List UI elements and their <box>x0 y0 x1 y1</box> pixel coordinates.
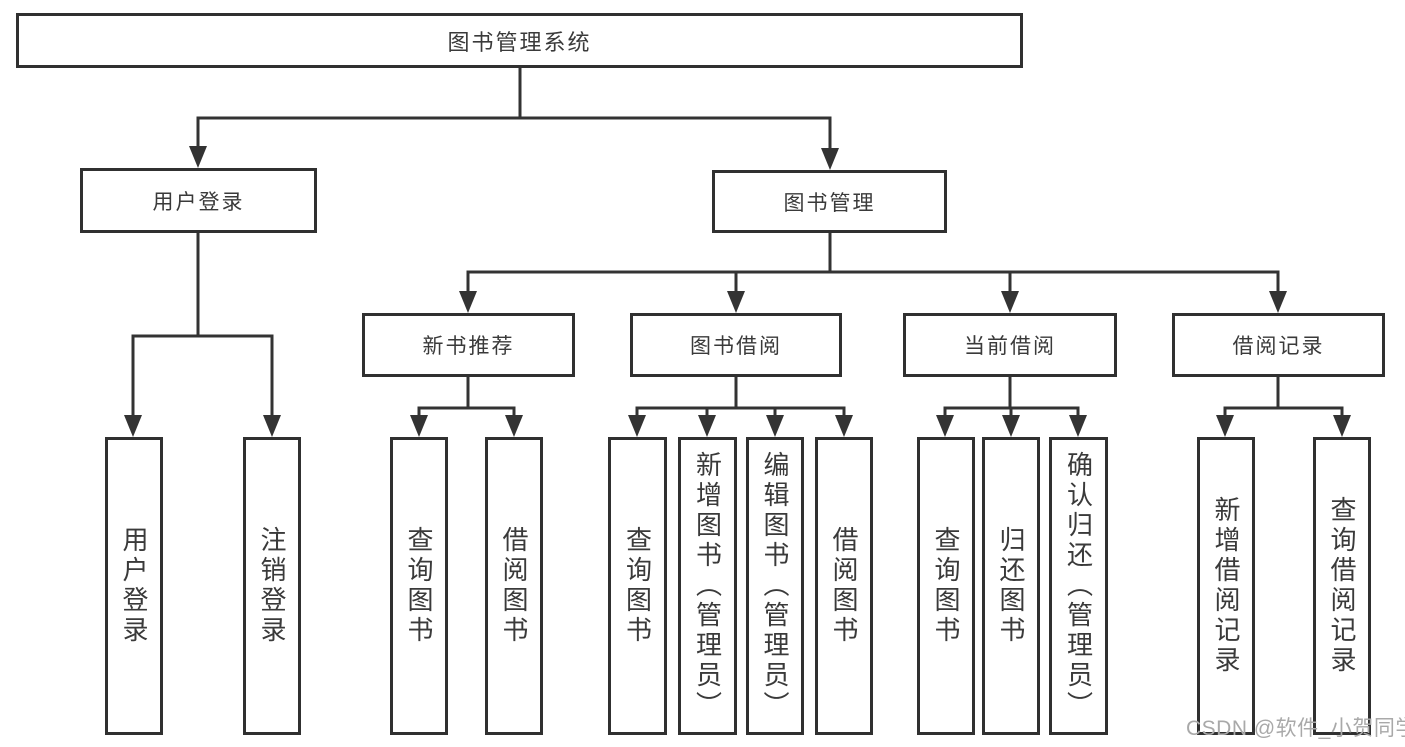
connector-current-borrow-branch <box>936 375 1087 437</box>
csdn-watermark: CSDN @软件_小贺同学 <box>1186 717 1405 740</box>
leaf-return-books: 归还图书 <box>982 437 1040 735</box>
node-book-management: 图书管理 <box>712 170 947 233</box>
node-user-login: 用户登录 <box>80 168 317 233</box>
connector-user-login-branch <box>124 231 281 437</box>
connector-book-mgmt-to-level3 <box>459 231 1287 313</box>
leaf-logout: 注销登录 <box>243 437 301 735</box>
leaf-add-books-admin: 新增图书（管理员） <box>678 437 737 735</box>
node-current-borrowing: 当前借阅 <box>903 313 1117 377</box>
leaf-borrow-books-1: 借阅图书 <box>485 437 543 735</box>
leaf-query-books-3: 查询图书 <box>917 437 975 735</box>
leaf-query-borrow-record: 查询借阅记录 <box>1313 437 1371 735</box>
leaf-add-borrow-record: 新增借阅记录 <box>1197 437 1255 735</box>
connector-root-to-level2 <box>189 66 839 170</box>
leaf-edit-books-admin: 编辑图书（管理员） <box>746 437 804 735</box>
node-new-book-recommendation: 新书推荐 <box>362 313 575 377</box>
connector-borrow-records-branch <box>1216 375 1351 437</box>
leaf-query-books-2: 查询图书 <box>608 437 667 735</box>
connector-new-book-branch <box>410 375 523 437</box>
node-library-system: 图书管理系统 <box>16 13 1023 68</box>
node-book-borrowing: 图书借阅 <box>630 313 842 377</box>
node-borrowing-records: 借阅记录 <box>1172 313 1385 377</box>
connector-book-borrow-branch <box>628 375 853 437</box>
leaf-borrow-books-2: 借阅图书 <box>815 437 873 735</box>
leaf-confirm-return-admin: 确认归还（管理员） <box>1049 437 1108 735</box>
leaf-user-login: 用户登录 <box>105 437 163 735</box>
leaf-query-books-1: 查询图书 <box>390 437 448 735</box>
